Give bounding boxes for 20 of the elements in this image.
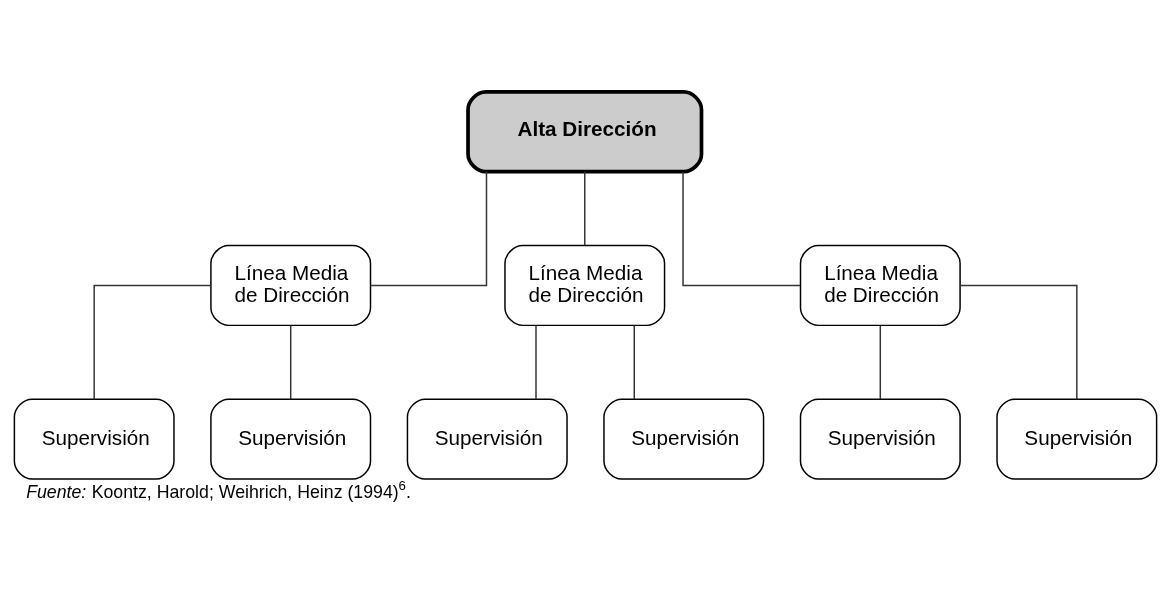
connector xyxy=(370,171,488,287)
connector xyxy=(289,324,292,400)
node-box: Supervisión xyxy=(210,398,372,480)
node-box: Línea Media de Dirección xyxy=(504,244,666,327)
node-box: Supervisión xyxy=(996,398,1158,480)
node-box: Supervisión xyxy=(406,398,568,480)
connector xyxy=(682,171,801,287)
node-box: Supervisión xyxy=(799,398,961,480)
node-box: Línea Media de Dirección xyxy=(799,244,961,327)
node-box: Supervisión xyxy=(603,398,765,480)
connector xyxy=(633,324,635,400)
connector xyxy=(879,324,882,400)
node-box: Línea Media de Dirección xyxy=(210,244,372,327)
node-box: Supervisión xyxy=(13,398,175,480)
caption: Fuente: Koontz, Harold; Weihrich, Heinz (1994)$^{6}$. xyxy=(26,478,411,502)
node-box: Alta Dirección xyxy=(466,90,704,174)
connector xyxy=(959,284,1078,400)
connector xyxy=(93,284,212,400)
connector xyxy=(584,171,586,246)
connector xyxy=(535,324,537,400)
